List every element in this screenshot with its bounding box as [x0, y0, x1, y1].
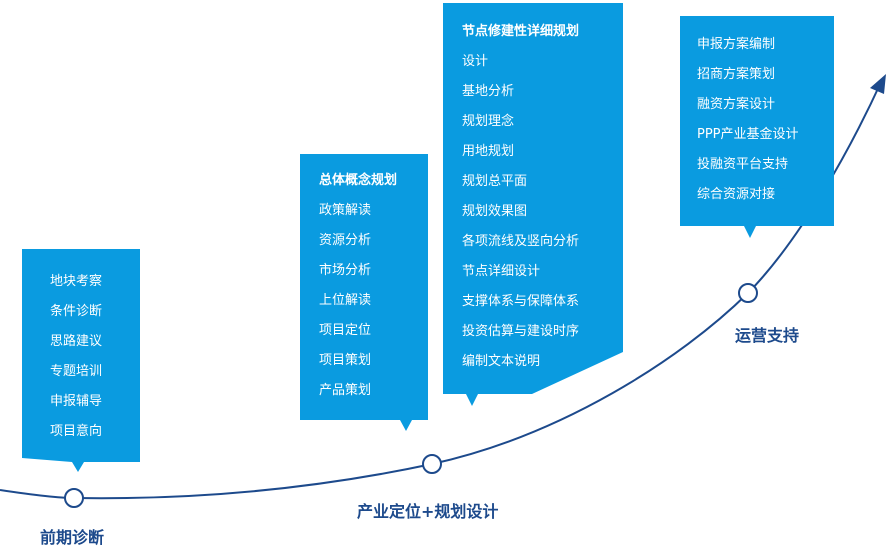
- list-item: 项目定位: [319, 323, 372, 338]
- list-item: 规划理念: [462, 114, 515, 129]
- list-item: PPP产业基金设计: [697, 127, 799, 142]
- list-item: 市场分析: [319, 263, 372, 278]
- list-item: 规划总平面: [462, 174, 528, 189]
- list-item: 用地规划: [462, 144, 515, 159]
- stage-node-2: [422, 454, 442, 474]
- list-item: 申报辅导: [50, 394, 103, 409]
- box-heading: 总体概念规划: [319, 173, 398, 188]
- box-heading: 节点修建性详细规划: [462, 24, 580, 39]
- list-item: 各项流线及竖向分析: [462, 234, 580, 249]
- list-item: 基地分析: [462, 84, 515, 99]
- list-item: 产品策划: [319, 383, 372, 398]
- stage-label-4: 运营支持: [735, 326, 800, 345]
- arrow-head-icon: [870, 74, 886, 94]
- list-item: 思路建议: [50, 334, 103, 349]
- list-item: 资源分析: [319, 233, 372, 248]
- list-item: 综合资源对接: [697, 187, 776, 202]
- list-item: 申报方案编制: [697, 37, 776, 52]
- list-item: 融资方案设计: [697, 97, 776, 112]
- list-item: 规划效果图: [462, 204, 528, 219]
- box-3-bg: [443, 3, 623, 406]
- list-item: 政策解读: [319, 203, 372, 218]
- list-item: 节点详细设计: [462, 264, 541, 279]
- list-item: 地块考察: [50, 274, 103, 289]
- list-item: 招商方案策划: [697, 67, 776, 82]
- stage-label-2: 产业定位+规划设计: [357, 502, 499, 521]
- list-item: 编制文本说明: [462, 354, 541, 369]
- stage-box-1: 地块考察 条件诊断 思路建议 专题培训 申报辅导 项目意向: [50, 267, 102, 447]
- stage-label-1: 前期诊断: [40, 528, 105, 547]
- list-item: 支撑体系与保障体系: [462, 294, 580, 309]
- stage-node-1: [64, 488, 84, 508]
- list-item: 投融资平台支持: [697, 157, 789, 172]
- box-1-bg: [22, 249, 140, 472]
- stage-box-2: 总体概念规划 政策解读 资源分析 市场分析 上位解读 项目定位 项目策划 产品策…: [319, 166, 397, 406]
- list-item: 项目策划: [319, 353, 372, 368]
- list-item: 上位解读: [319, 293, 372, 308]
- stage-box-4: 申报方案编制 招商方案策划 融资方案设计 PPP产业基金设计 投融资平台支持 综…: [697, 30, 799, 210]
- list-item: 专题培训: [50, 364, 103, 379]
- list-item: 项目意向: [50, 424, 103, 439]
- box-4-bg: [680, 16, 834, 238]
- stage-node-3: [738, 283, 758, 303]
- stage-box-3: 节点修建性详细规划 设计 基地分析 规划理念 用地规划 规划总平面 规划效果图 …: [462, 17, 579, 377]
- box-2-bg: [300, 154, 428, 431]
- list-item: 条件诊断: [50, 304, 103, 319]
- list-item: 设计: [462, 54, 489, 69]
- list-item: 投资估算与建设时序: [462, 324, 580, 339]
